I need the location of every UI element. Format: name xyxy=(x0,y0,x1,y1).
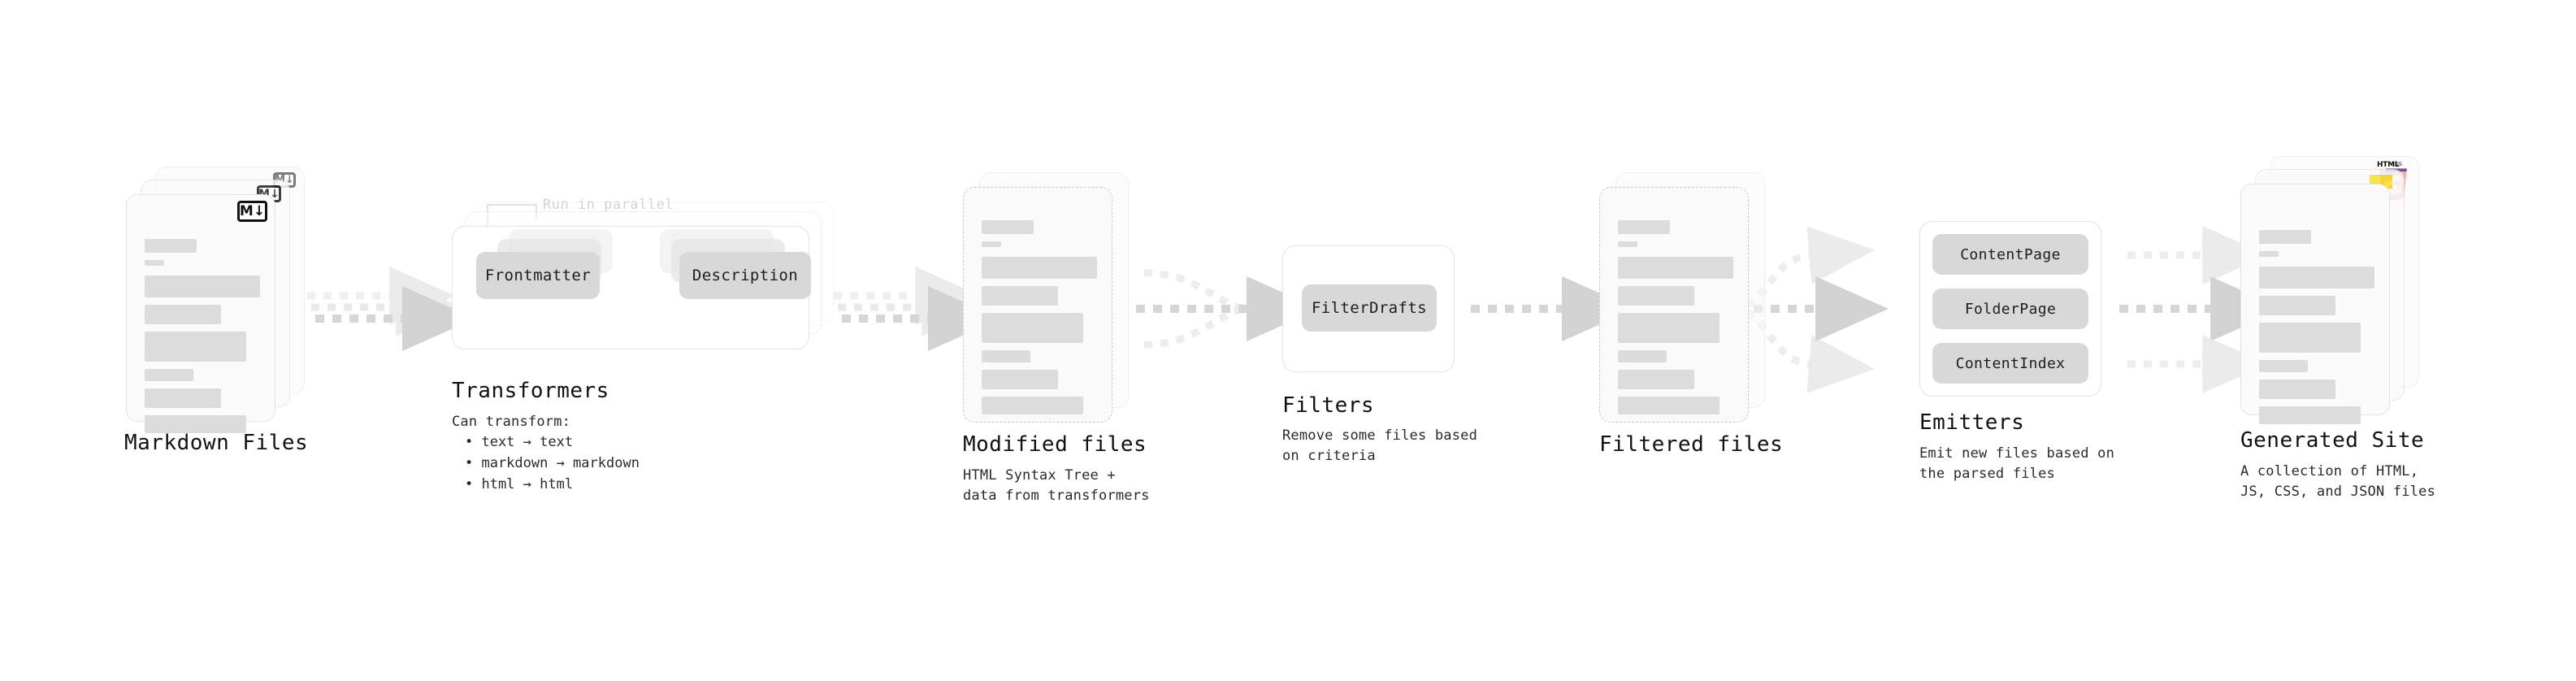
placeholder-bar xyxy=(1618,257,1733,279)
connector-transformers-to-modified xyxy=(834,267,1001,351)
markdown-icon: M↓ xyxy=(237,201,267,222)
placeholder-bar xyxy=(145,305,221,324)
chip-folderpage[interactable]: FolderPage xyxy=(1932,288,2088,329)
transformers-subtitle: Can transform: xyxy=(452,414,571,430)
connector-markdown-to-transformers xyxy=(307,267,475,351)
placeholder-bar xyxy=(1618,350,1667,362)
chip-contentindex[interactable]: ContentIndex xyxy=(1932,343,2088,384)
modified-card-front xyxy=(963,187,1112,423)
placeholder-bar xyxy=(1618,220,1670,234)
stage-title-filtered-files: Filtered files xyxy=(1599,432,1784,457)
chip-filterdrafts[interactable]: FilterDrafts xyxy=(1302,284,1437,332)
placeholder-bar xyxy=(1618,286,1694,306)
filtered-card-front xyxy=(1599,187,1749,423)
filtered-files-stack xyxy=(1599,172,1786,432)
connector-modified-to-filters xyxy=(1136,269,1320,349)
emitters-subtitle: Emit new files based on the parsed files xyxy=(1919,445,2115,482)
filtered-card-content xyxy=(1618,220,1733,422)
chip-frontmatter[interactable]: Frontmatter xyxy=(476,252,600,299)
placeholder-bar xyxy=(2259,323,2361,353)
placeholder-bar xyxy=(145,388,221,408)
placeholder-bar xyxy=(982,350,1030,362)
placeholder-bar xyxy=(2259,251,2279,257)
placeholder-bar xyxy=(1618,370,1694,389)
placeholder-bar xyxy=(982,241,1001,247)
run-in-parallel-label: Run in parallel xyxy=(543,197,674,213)
placeholder-bar xyxy=(982,220,1034,234)
chip-contentpage[interactable]: ContentPage xyxy=(1932,234,2088,275)
placeholder-bar xyxy=(2259,267,2374,288)
placeholder-bar xyxy=(145,275,260,297)
html5-wordmark: HTML xyxy=(2377,161,2400,169)
stage-title-emitters: Emitters xyxy=(1919,410,2025,435)
placeholder-bar xyxy=(982,286,1058,306)
markdown-card-front: M↓ xyxy=(126,194,275,433)
placeholder-bar xyxy=(982,313,1083,343)
modified-files-stack xyxy=(963,172,1150,432)
placeholder-bar xyxy=(145,369,193,381)
placeholder-bar xyxy=(2259,360,2308,372)
placeholder-bar xyxy=(2259,380,2335,399)
placeholder-bar xyxy=(1618,397,1720,414)
connector-emitters-to-site xyxy=(2119,226,2283,393)
transformers-bullet-2: • html → html xyxy=(465,476,574,492)
placeholder-bar xyxy=(982,370,1058,389)
markdown-icon: M↓ xyxy=(273,172,296,188)
placeholder-bar xyxy=(1618,313,1720,343)
placeholder-bar xyxy=(2259,406,2361,424)
chip-description[interactable]: Description xyxy=(679,252,811,299)
filters-group: FilterDrafts xyxy=(1282,245,1461,375)
placeholder-bar xyxy=(982,397,1083,414)
stage-title-transformers: Transformers xyxy=(452,379,609,403)
generated-site-subtitle: A collection of HTML, JS, CSS, and JSON … xyxy=(2240,463,2436,500)
site-card-content xyxy=(2259,230,2374,432)
markdown-card-content xyxy=(145,239,260,440)
placeholder-bar xyxy=(145,332,246,362)
placeholder-bar xyxy=(145,239,197,253)
stage-title-generated-site: Generated Site xyxy=(2240,428,2425,453)
transformers-bullet-0: • text → text xyxy=(465,434,574,450)
stage-title-modified-files: Modified files xyxy=(963,432,1147,457)
markdown-files-stack: M↓ M↓ M↓ xyxy=(126,167,313,433)
stage-title-filters: Filters xyxy=(1282,393,1375,418)
css-label: CSS xyxy=(2391,161,2402,167)
site-card-html xyxy=(2240,184,2390,424)
placeholder-bar xyxy=(2259,296,2335,315)
placeholder-bar xyxy=(1618,241,1637,247)
placeholder-bar xyxy=(2259,230,2311,244)
generated-site-stack: CSS xyxy=(2240,156,2435,424)
placeholder-bar xyxy=(145,415,246,433)
transformers-bullet-1: • markdown → markdown xyxy=(465,455,640,471)
modified-card-content xyxy=(982,220,1097,422)
placeholder-bar xyxy=(145,260,164,266)
modified-files-subtitle: HTML Syntax Tree + data from transformer… xyxy=(963,467,1150,504)
filters-subtitle: Remove some files based on criteria xyxy=(1282,427,1478,464)
stage-title-markdown-files: Markdown Files xyxy=(124,431,309,455)
transformers-group: Frontmatter Description xyxy=(439,195,845,366)
placeholder-bar xyxy=(982,257,1097,279)
emitters-group: ContentPage FolderPage ContentIndex xyxy=(1919,221,2106,400)
